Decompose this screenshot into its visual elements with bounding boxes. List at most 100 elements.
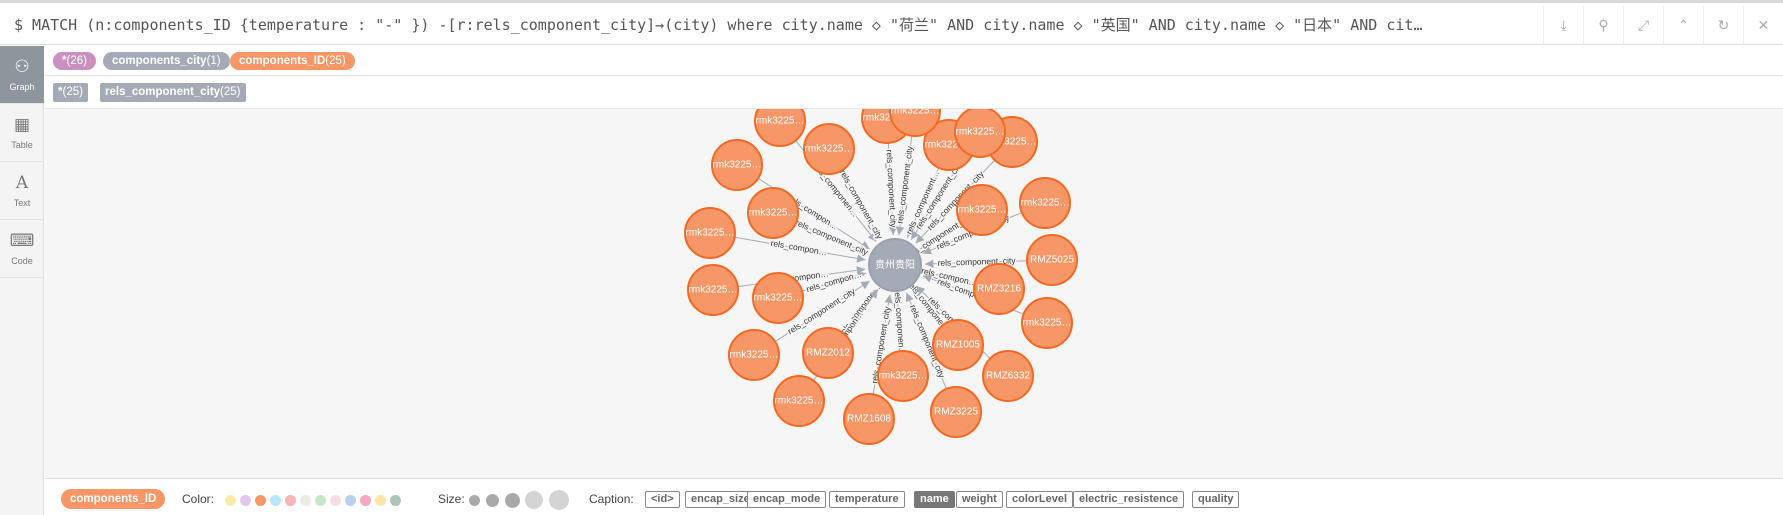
node-label-components-city[interactable]: components_city(1)	[103, 52, 230, 70]
color-swatch[interactable]	[300, 495, 311, 506]
relationship-arrowhead	[915, 234, 925, 244]
color-swatch[interactable]	[330, 495, 341, 506]
sidebar-item-label: Text	[13, 198, 31, 208]
color-swatch[interactable]	[255, 495, 266, 506]
component-node[interactable]	[684, 207, 736, 259]
expand-icon[interactable]: ⤢	[1623, 6, 1663, 45]
relationship-line[interactable]	[840, 170, 881, 240]
relationship-arrowhead	[856, 254, 866, 263]
relationship-line[interactable]	[906, 167, 940, 238]
component-node[interactable]	[1019, 177, 1071, 229]
relationship-arrowhead	[905, 292, 914, 303]
color-swatch[interactable]	[375, 495, 386, 506]
component-node[interactable]	[932, 319, 984, 371]
relationship-line[interactable]	[774, 280, 870, 342]
component-node[interactable]	[1021, 297, 1073, 349]
component-node[interactable]	[982, 350, 1034, 402]
component-node[interactable]	[747, 187, 799, 239]
component-node-caption: rmk3225…	[775, 396, 824, 407]
component-node[interactable]	[973, 263, 1025, 315]
caption-option[interactable]: electric_resistence	[1073, 491, 1185, 508]
relationship-line[interactable]	[924, 271, 975, 284]
label-count: (26)	[66, 55, 87, 67]
caption-option[interactable]: weight	[956, 491, 1003, 508]
caption-option[interactable]: quality	[1192, 491, 1240, 508]
rerun-icon[interactable]: ↻	[1703, 6, 1743, 45]
sidebar-item-graph[interactable]: ⚇ Graph	[0, 46, 44, 104]
component-node-caption: rmk3225…	[988, 137, 1037, 148]
sidebar-item-code[interactable]: ⌨ Code	[0, 220, 44, 278]
close-icon[interactable]: ✕	[1743, 6, 1783, 45]
rel-type-rels-component-city[interactable]: rels_component_city(25)	[100, 83, 246, 102]
node-label-components-id[interactable]: components_ID(25)	[230, 52, 355, 70]
sidebar-item-table[interactable]: ▦ Table	[0, 104, 44, 162]
caption-option[interactable]: colorLevel	[1006, 491, 1074, 508]
color-swatch[interactable]	[285, 495, 296, 506]
relationship-line[interactable]	[801, 272, 867, 292]
relationship-line[interactable]	[906, 292, 947, 390]
color-swatch[interactable]	[390, 495, 401, 506]
selected-label-pill[interactable]: components_ID	[61, 489, 166, 509]
color-swatch[interactable]	[315, 495, 326, 506]
component-node[interactable]	[802, 327, 854, 379]
relationship-line[interactable]	[887, 142, 894, 236]
component-node-caption: RMZ1608	[847, 414, 891, 425]
size-option-3[interactable]	[505, 493, 520, 508]
table-icon: ▦	[13, 115, 31, 135]
download-icon[interactable]: ⤓	[1543, 6, 1583, 45]
component-node[interactable]	[843, 393, 895, 445]
relationship-line[interactable]	[924, 260, 1028, 265]
color-swatch[interactable]	[225, 495, 236, 506]
component-node-caption: RMZ3225	[934, 407, 978, 418]
relationship-line[interactable]	[842, 288, 878, 334]
component-node[interactable]	[728, 329, 780, 381]
component-node[interactable]	[773, 375, 825, 427]
component-node-caption: RMZ6332	[986, 371, 1030, 382]
color-swatch[interactable]	[270, 495, 281, 506]
relationship-line[interactable]	[734, 236, 866, 261]
component-node[interactable]	[889, 109, 941, 137]
relationship-line[interactable]	[915, 159, 996, 244]
component-node-caption: rmk3225…	[956, 127, 1005, 138]
component-node[interactable]	[956, 184, 1008, 236]
rel-type-all[interactable]: *(25)	[53, 83, 88, 102]
rel-count: (25)	[62, 86, 83, 98]
component-node[interactable]	[752, 272, 804, 324]
relationship-line[interactable]	[795, 222, 868, 254]
component-node[interactable]	[1026, 234, 1078, 286]
caption-option[interactable]: encap_size	[685, 491, 756, 508]
component-node[interactable]	[754, 109, 806, 147]
query-text[interactable]: $ MATCH (n:components_ID {temperature : …	[14, 16, 1423, 34]
collapse-up-icon[interactable]: ⌃	[1663, 6, 1703, 45]
component-node[interactable]	[877, 350, 929, 402]
city-node[interactable]	[868, 238, 922, 292]
size-option-5[interactable]	[549, 490, 569, 510]
relationship-line[interactable]	[898, 135, 913, 236]
caption-option[interactable]: encap_mode	[747, 491, 827, 508]
node-label-all[interactable]: *(26)	[53, 52, 96, 70]
pin-icon[interactable]: ⚲	[1583, 6, 1623, 45]
sidebar-item-label: Code	[11, 256, 33, 266]
color-swatch[interactable]	[345, 495, 356, 506]
component-node[interactable]	[803, 123, 855, 175]
component-node[interactable]	[711, 139, 763, 191]
relationship-arrowhead	[895, 226, 905, 236]
color-swatch[interactable]	[240, 495, 251, 506]
size-option-4[interactable]	[525, 491, 543, 509]
relationship-line[interactable]	[896, 294, 902, 352]
color-swatch[interactable]	[360, 495, 371, 506]
component-node[interactable]	[930, 386, 982, 438]
caption-option[interactable]: temperature	[829, 491, 905, 508]
component-node[interactable]	[687, 264, 739, 316]
sidebar-item-text[interactable]: A Text	[0, 162, 44, 220]
size-option-2[interactable]	[486, 494, 499, 507]
component-node[interactable]	[954, 109, 1006, 158]
caption-option[interactable]: name	[914, 491, 955, 508]
label-name: components_ID	[239, 55, 326, 67]
caption-option[interactable]: <id>	[645, 491, 680, 508]
component-node-caption: RMZ3216	[977, 284, 1021, 295]
size-option-1[interactable]	[469, 495, 480, 506]
relationship-line[interactable]	[872, 294, 891, 395]
